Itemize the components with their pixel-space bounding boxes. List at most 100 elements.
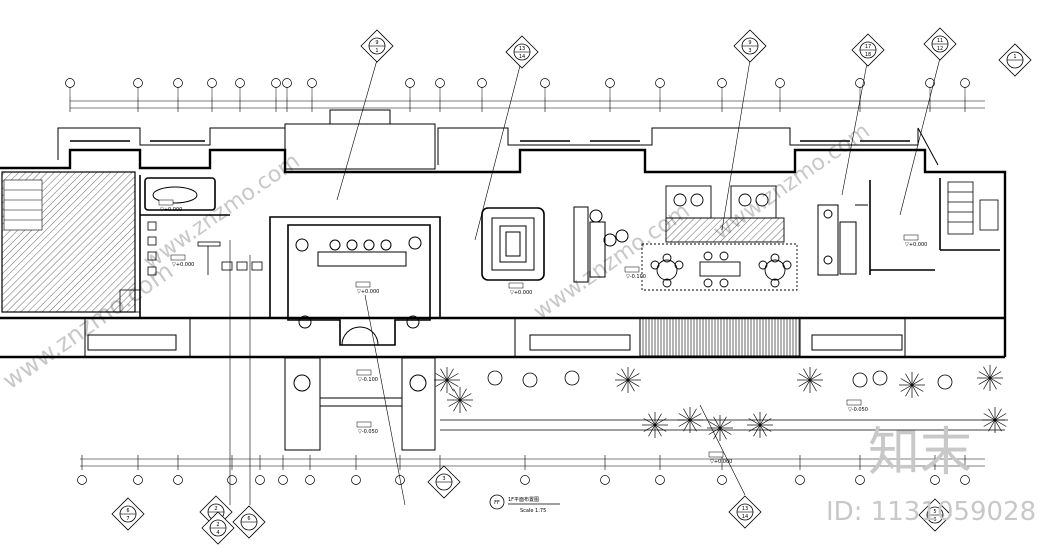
svg-text:11: 11 xyxy=(937,38,943,44)
svg-text:4: 4 xyxy=(216,530,219,536)
svg-text:▽-0.050: ▽-0.050 xyxy=(358,429,378,435)
svg-text:3: 3 xyxy=(442,476,445,482)
room-tag: ▽-0.100 xyxy=(356,369,378,383)
room-tag: ▽+0.000 xyxy=(355,281,379,295)
rear-stair xyxy=(947,181,999,235)
svg-text:▽-0.050: ▽-0.050 xyxy=(848,407,868,413)
entrance-door xyxy=(341,326,379,346)
bar-counter xyxy=(573,206,629,283)
grid-bubble xyxy=(855,475,865,485)
svg-text:▽-0.100: ▽-0.100 xyxy=(626,274,646,280)
room-tag: ▽-0.050 xyxy=(846,399,868,413)
grid-bubble xyxy=(775,78,785,88)
room-tag: ▽+0.000 xyxy=(170,254,194,268)
upper-facade-bays xyxy=(57,109,939,170)
grid-bubble xyxy=(133,78,143,88)
grid-bubble xyxy=(282,78,292,88)
grid-bubble xyxy=(930,475,940,485)
room-tag: ▽-0.100 xyxy=(624,266,646,280)
brand-watermark: 知末 ID: 1131059028 xyxy=(826,423,1036,527)
grid-bubble xyxy=(255,475,265,485)
grid-bubble xyxy=(173,78,183,88)
svg-text:6: 6 xyxy=(247,516,250,522)
title-code: FF xyxy=(494,500,500,506)
grid-bubble xyxy=(960,78,970,88)
grid-bubble xyxy=(435,78,445,88)
stair-steps xyxy=(3,179,43,231)
svg-text:7: 7 xyxy=(126,516,129,522)
section-callout: 91 xyxy=(360,29,394,63)
svg-text:2: 2 xyxy=(216,522,219,528)
svg-text:9: 9 xyxy=(748,40,751,46)
section-callout: 6 xyxy=(232,505,266,539)
section-callout: 56 xyxy=(918,498,952,532)
left-office-furniture xyxy=(119,221,263,313)
plant-symbol xyxy=(899,372,925,398)
reception-lounge xyxy=(287,224,431,346)
grid-bubble xyxy=(520,475,530,485)
plant-symbol xyxy=(615,367,641,393)
section-callout: 67 xyxy=(111,497,145,531)
grid-bubble xyxy=(405,78,415,88)
grid-bubble xyxy=(207,78,217,88)
grid-bubble xyxy=(271,78,281,88)
svg-text:3: 3 xyxy=(748,48,751,54)
plant-symbol xyxy=(747,412,773,438)
section-callout: 24 xyxy=(201,511,235,545)
grid-bubble xyxy=(477,78,487,88)
svg-text:▽+0.000: ▽+0.000 xyxy=(172,262,194,268)
svg-text:6: 6 xyxy=(126,508,129,514)
top-dimension-line xyxy=(69,97,985,112)
grid-bubble xyxy=(173,475,183,485)
plant-symbol xyxy=(707,415,733,441)
grid-bubble xyxy=(795,475,805,485)
timber-deck xyxy=(639,317,801,357)
watermark-id: ID: 1131059028 xyxy=(826,497,1036,527)
lower-strip-rooms xyxy=(84,318,906,357)
grid-bubble xyxy=(235,78,245,88)
exterior-walls xyxy=(0,148,1007,359)
svg-text:▽+0.000: ▽+0.000 xyxy=(905,242,927,248)
svg-text:13: 13 xyxy=(742,506,748,512)
drawing-title: 1F平面布置图 xyxy=(508,496,539,503)
grid-bubble xyxy=(540,78,550,88)
grid-bubble xyxy=(925,78,935,88)
section-callout: 1 xyxy=(998,43,1032,77)
svg-text:14: 14 xyxy=(742,514,748,520)
room-level-tags: ▽+0.000 ▽+0.000 ▽+0.000 ▽-0.100 ▽-0.050 ▽+0.0… xyxy=(158,199,927,465)
svg-text:5: 5 xyxy=(933,509,936,515)
svg-text:▽-0.100: ▽-0.100 xyxy=(358,377,378,383)
room-tag: ▽+0.000 xyxy=(708,451,732,465)
svg-text:17: 17 xyxy=(865,44,871,50)
brand-watermark-logo: 知末 xyxy=(868,423,972,483)
svg-text:▽+0.000: ▽+0.000 xyxy=(160,207,182,213)
room-tag: ▽-0.050 xyxy=(356,421,378,435)
svg-text:9: 9 xyxy=(375,40,378,46)
grid-bubble xyxy=(77,475,87,485)
dining-area xyxy=(641,185,798,291)
room-tag: ▽+0.000 xyxy=(508,282,532,296)
svg-text:2: 2 xyxy=(214,506,217,512)
svg-text:▽+0.000: ▽+0.000 xyxy=(510,290,532,296)
grid-bubble xyxy=(65,78,75,88)
svg-text:13: 13 xyxy=(519,46,525,52)
svg-text:6: 6 xyxy=(933,517,936,523)
terrace-outdoor-tables xyxy=(440,370,1005,431)
svg-text:12: 12 xyxy=(937,46,943,52)
svg-text:▽+0.000: ▽+0.000 xyxy=(710,459,732,465)
section-callout: 93 xyxy=(733,29,767,63)
feature-desk xyxy=(481,207,545,281)
grid-bubble xyxy=(351,475,361,485)
drawing-title-block: FF 1F平面布置图 Scale 1:75 xyxy=(489,494,560,514)
room-tag: ▽+0.000 xyxy=(158,199,182,213)
grid-bubble xyxy=(278,475,288,485)
bottom-section-callouts: 67236243131456 xyxy=(111,465,952,545)
grid-bubble xyxy=(960,475,970,485)
svg-text:1: 1 xyxy=(375,48,378,54)
plant-symbol xyxy=(797,367,823,393)
